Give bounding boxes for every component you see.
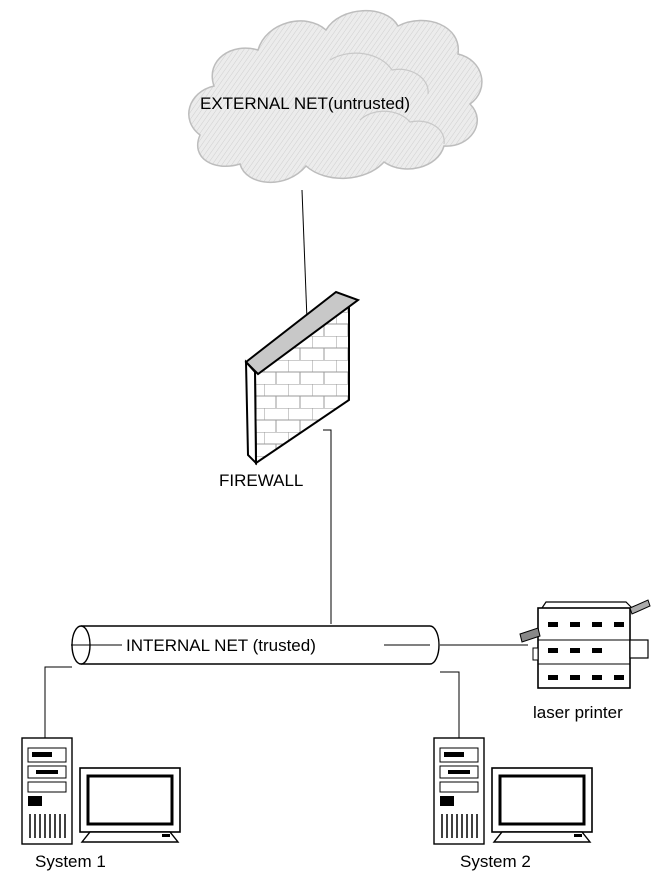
uplink-line <box>302 190 307 320</box>
brick-wall-icon <box>246 292 358 463</box>
system1-link-line <box>45 667 72 738</box>
printer-label: laser printer <box>533 703 623 722</box>
printer-icon <box>520 600 650 688</box>
internal-net-label: INTERNAL NET (trusted) <box>126 636 316 655</box>
system-1-node: System 1 <box>22 738 180 871</box>
desktop-computer-icon <box>434 738 592 844</box>
internal-net-pipe: INTERNAL NET (trusted) <box>71 626 439 664</box>
printer-node: laser printer <box>520 600 650 722</box>
firewall-link-line <box>323 430 331 624</box>
firewall-node: FIREWALL <box>219 292 358 490</box>
firewall-label: FIREWALL <box>219 471 303 490</box>
desktop-computer-icon <box>22 738 180 844</box>
external-net-cloud: EXTERNAL NET(untrusted) <box>189 11 482 183</box>
system2-link-line <box>440 672 459 738</box>
system-2-node: System 2 <box>434 738 592 871</box>
external-net-label: EXTERNAL NET(untrusted) <box>200 94 410 113</box>
system-2-label: System 2 <box>460 852 531 871</box>
system-1-label: System 1 <box>35 852 106 871</box>
